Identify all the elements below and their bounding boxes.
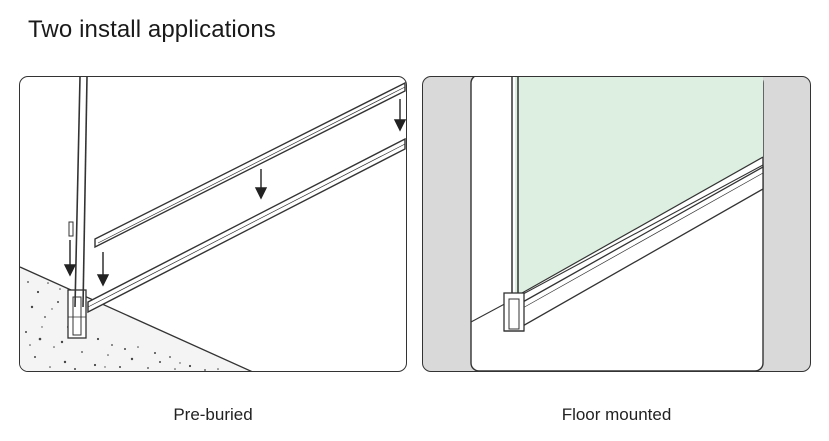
down-arrow-icon — [63, 240, 77, 277]
floor-mounted-illustration — [422, 76, 811, 372]
glass-pane — [515, 77, 763, 297]
page-title: Two install applications — [28, 16, 276, 43]
pre-buried-illustration — [19, 76, 407, 372]
down-arrow-icon — [254, 169, 268, 200]
caption-pre-buried: Pre-buried — [173, 405, 253, 424]
caption-floor-mounted: Floor mounted — [561, 405, 672, 424]
down-arrow-icon — [393, 99, 406, 132]
down-arrow-icon — [96, 252, 110, 287]
